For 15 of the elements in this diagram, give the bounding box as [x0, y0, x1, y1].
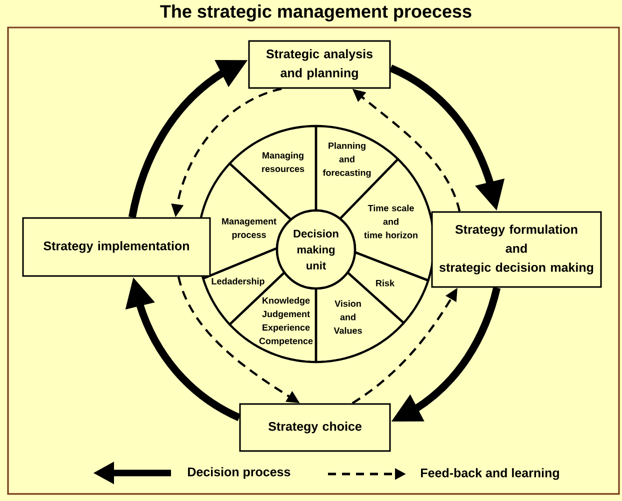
segment-label: Planning and forecasting [322, 142, 371, 178]
segment-label: Time scale and time horizon [364, 204, 418, 238]
stage-box: Strategic analysis and planning [248, 40, 391, 89]
legend-label: Feed-back and learning [421, 468, 559, 480]
title: The strategic management proecess [160, 4, 472, 22]
segment-label: Managing resources [262, 152, 304, 172]
segment-label: Vision and Values [334, 300, 362, 334]
segment-label: Knowledge Judgement Experience Competence [259, 297, 313, 346]
segment-label: Management process [222, 218, 276, 240]
stage-box: Strategy formulation and strategic decision making [431, 211, 602, 288]
legend-label: Decision process [188, 467, 290, 479]
stage-box: Strategy implementation [22, 217, 211, 277]
segment-label: Ledadership [212, 278, 264, 286]
stage-box: Strategy choice [239, 403, 391, 452]
segment-label: Risk [376, 280, 395, 286]
